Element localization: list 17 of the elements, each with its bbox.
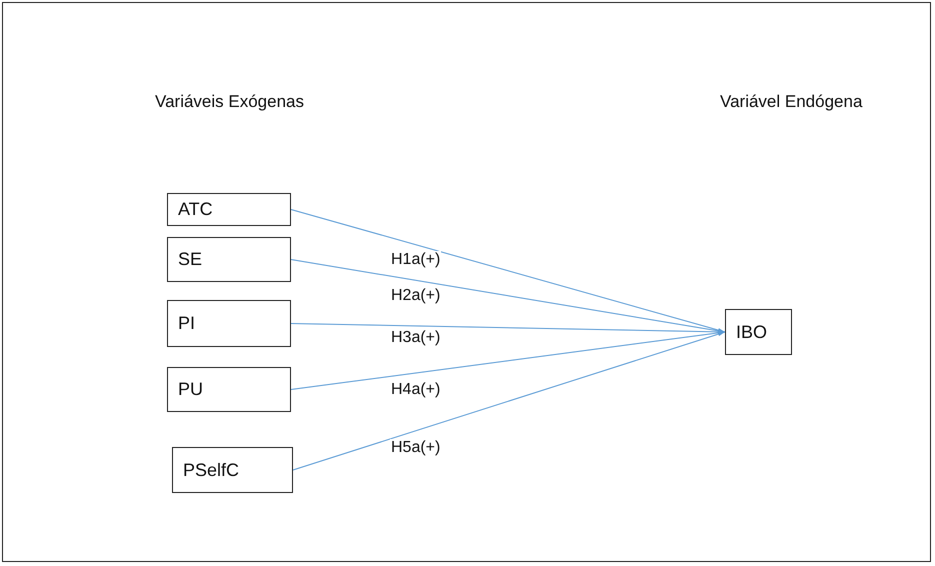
edge-label: H5a(+) bbox=[390, 439, 442, 457]
variable-box: PU bbox=[167, 367, 291, 412]
column-heading: Variável Endógena bbox=[720, 92, 862, 112]
edge-label: H3a(+) bbox=[390, 329, 442, 347]
variable-box: PSelfC bbox=[172, 447, 293, 493]
arrow bbox=[290, 209, 726, 332]
variable-box: SE bbox=[167, 237, 291, 282]
arrow bbox=[292, 332, 726, 470]
column-heading: Variáveis Exógenas bbox=[155, 92, 304, 112]
variable-box: PI bbox=[167, 300, 291, 347]
arrow bbox=[290, 259, 726, 333]
edge-label: H1a(+) bbox=[390, 251, 442, 269]
arrow bbox=[290, 330, 726, 390]
edge-label: H4a(+) bbox=[390, 381, 442, 399]
variable-box: ATC bbox=[167, 193, 291, 226]
edge-label: H2a(+) bbox=[390, 287, 442, 305]
variable-box: IBO bbox=[725, 309, 792, 355]
